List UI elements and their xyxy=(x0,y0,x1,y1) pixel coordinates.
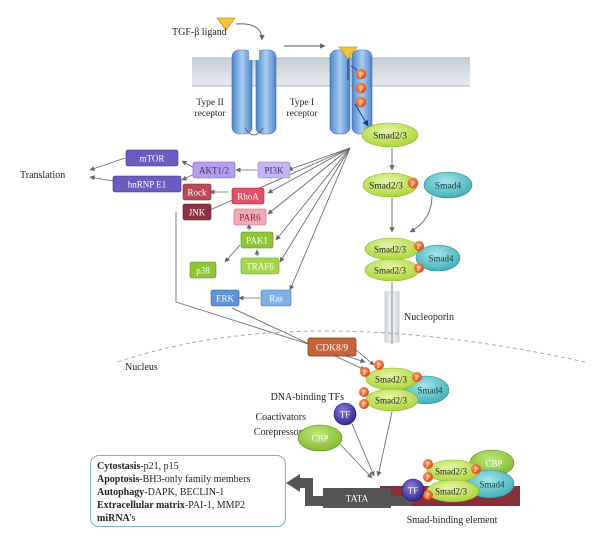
hnrnp-label: hnRNP E1 xyxy=(128,180,166,190)
smad-complex-nucleus: Smad4 Smad2/3 Smad2/3 P P P P P xyxy=(359,360,450,412)
erk-box: ERK xyxy=(210,289,240,307)
coactivators-label: Coactivators xyxy=(255,412,306,423)
p38-label: p38 xyxy=(196,266,210,276)
svg-text:P: P xyxy=(359,84,363,93)
rock-label: Rock xyxy=(188,188,207,198)
outcome-item: Extracellular matrix-PAI-1, MMP2 xyxy=(97,500,246,511)
svg-text:P: P xyxy=(426,461,430,469)
svg-text:Smad4: Smad4 xyxy=(479,480,505,490)
smad23-phospho-node: Smad2/3 P xyxy=(362,172,419,198)
transcription-arrow-icon xyxy=(286,474,300,492)
smad23-node xyxy=(361,122,419,148)
svg-text:Smad4: Smad4 xyxy=(417,386,443,396)
mtor-box: mTOR xyxy=(125,149,179,167)
rhoa-box: RhoA xyxy=(231,187,265,205)
svg-text:P: P xyxy=(377,362,381,370)
pak1-label: PAK1 xyxy=(246,236,268,246)
nuclear-envelope xyxy=(117,330,586,363)
tf-node: TF xyxy=(333,402,357,426)
outcome-item: miRNA's xyxy=(97,513,136,524)
type-ii-receptor xyxy=(231,46,277,136)
rhoa-label: RhoA xyxy=(237,192,259,202)
cbp-label: CBP xyxy=(311,434,328,444)
smad-complex-cytoplasm: Smad4 Smad2/3 Smad2/3 P P xyxy=(364,237,461,282)
dna-tfs-label: DNA-binding TFs xyxy=(271,392,345,403)
svg-text:TF: TF xyxy=(408,486,419,496)
svg-text:Smad2/3: Smad2/3 xyxy=(375,396,408,406)
traf6-label: TRAF6 xyxy=(246,262,274,272)
type-i-label-1: Type I xyxy=(290,98,314,108)
svg-text:P: P xyxy=(415,374,419,382)
svg-text:CBP: CBP xyxy=(485,459,502,469)
nucleus-label: Nucleus xyxy=(125,362,158,373)
svg-text:P: P xyxy=(362,401,366,409)
receptor-phospho-group: P P P xyxy=(355,68,367,107)
type-ii-label-2: receptor xyxy=(194,109,226,119)
svg-text:P: P xyxy=(426,474,430,482)
smad23-label: Smad2/3 xyxy=(373,132,407,142)
erk-label: ERK xyxy=(216,294,235,304)
ligand-icon xyxy=(216,17,236,31)
svg-text:Smad2/3: Smad2/3 xyxy=(435,487,468,497)
svg-text:P: P xyxy=(362,389,366,397)
pi3k-box: PI3K xyxy=(257,161,291,179)
svg-text:Smad4: Smad4 xyxy=(428,254,454,264)
pi3k-label: PI3K xyxy=(264,166,284,176)
svg-text:Smad2/3: Smad2/3 xyxy=(374,245,407,255)
corepressors-label: Corepressors xyxy=(254,427,306,438)
outcome-item: Cytostasis-p21, p15 xyxy=(97,461,179,472)
ligand-label: TGF-β ligand xyxy=(172,27,227,38)
jnk-label: JNK xyxy=(189,208,206,218)
svg-text:P: P xyxy=(411,179,415,188)
svg-text:P: P xyxy=(363,369,367,377)
cbp-node: CBP xyxy=(297,424,343,452)
p38-box: p38 xyxy=(189,261,217,279)
svg-text:Smad2/3: Smad2/3 xyxy=(435,467,468,477)
sbe-label: Smad-binding element xyxy=(407,515,498,526)
smad4-label: Smad4 xyxy=(435,182,462,192)
pak1-box: PAK1 xyxy=(240,231,274,249)
smad-complex-dna: CBP Smad4 Smad2/3 Smad2/3 P P P P TF xyxy=(401,449,515,503)
svg-text:Smad2/3: Smad2/3 xyxy=(374,266,407,276)
tata-box xyxy=(323,488,391,508)
type-i-label-2: receptor xyxy=(286,109,318,119)
nucleoporin-label: Nucleoporin xyxy=(404,312,454,323)
akt-box: AKT1/2 xyxy=(192,161,236,179)
translation-label: Translation xyxy=(20,170,65,181)
mtor-label: mTOR xyxy=(140,154,165,164)
jnk-box: JNK xyxy=(182,203,212,221)
svg-text:P: P xyxy=(426,492,430,500)
outcome-item: Apoptosis-BH3-only family members xyxy=(97,474,251,485)
svg-text:P: P xyxy=(417,243,421,251)
traf6-box: TRAF6 xyxy=(240,257,280,275)
par6-label: PAR6 xyxy=(239,213,261,223)
ras-box: Ras xyxy=(260,289,292,307)
type-ii-label-1: Type II xyxy=(196,98,224,108)
target-genes-box: Cytostasis-p21, p15 Apoptosis-BH3-only f… xyxy=(90,455,286,527)
svg-text:P: P xyxy=(359,70,363,79)
ras-label: Ras xyxy=(269,294,283,304)
svg-text:P: P xyxy=(417,265,421,273)
cdk89-label: CDK8/9 xyxy=(316,344,348,354)
outcome-item: Autophagy-DAPK, BECLIN-1 xyxy=(97,487,225,498)
svg-text:Smad2/3: Smad2/3 xyxy=(375,375,408,385)
hnrnp-box: hnRNP E1 xyxy=(112,175,182,193)
smad4-node-free: Smad4 xyxy=(423,171,473,199)
cdk89-box: CDK8/9 xyxy=(307,337,357,357)
tata-label: TATA xyxy=(346,495,369,505)
rock-box: Rock xyxy=(182,183,212,201)
svg-text:P: P xyxy=(474,466,478,474)
svg-text:P: P xyxy=(359,98,363,107)
smad23-label: Smad2/3 xyxy=(369,182,403,192)
akt-label: AKT1/2 xyxy=(199,166,229,176)
tf-label: TF xyxy=(340,410,351,420)
par6-box: PAR6 xyxy=(233,208,267,226)
